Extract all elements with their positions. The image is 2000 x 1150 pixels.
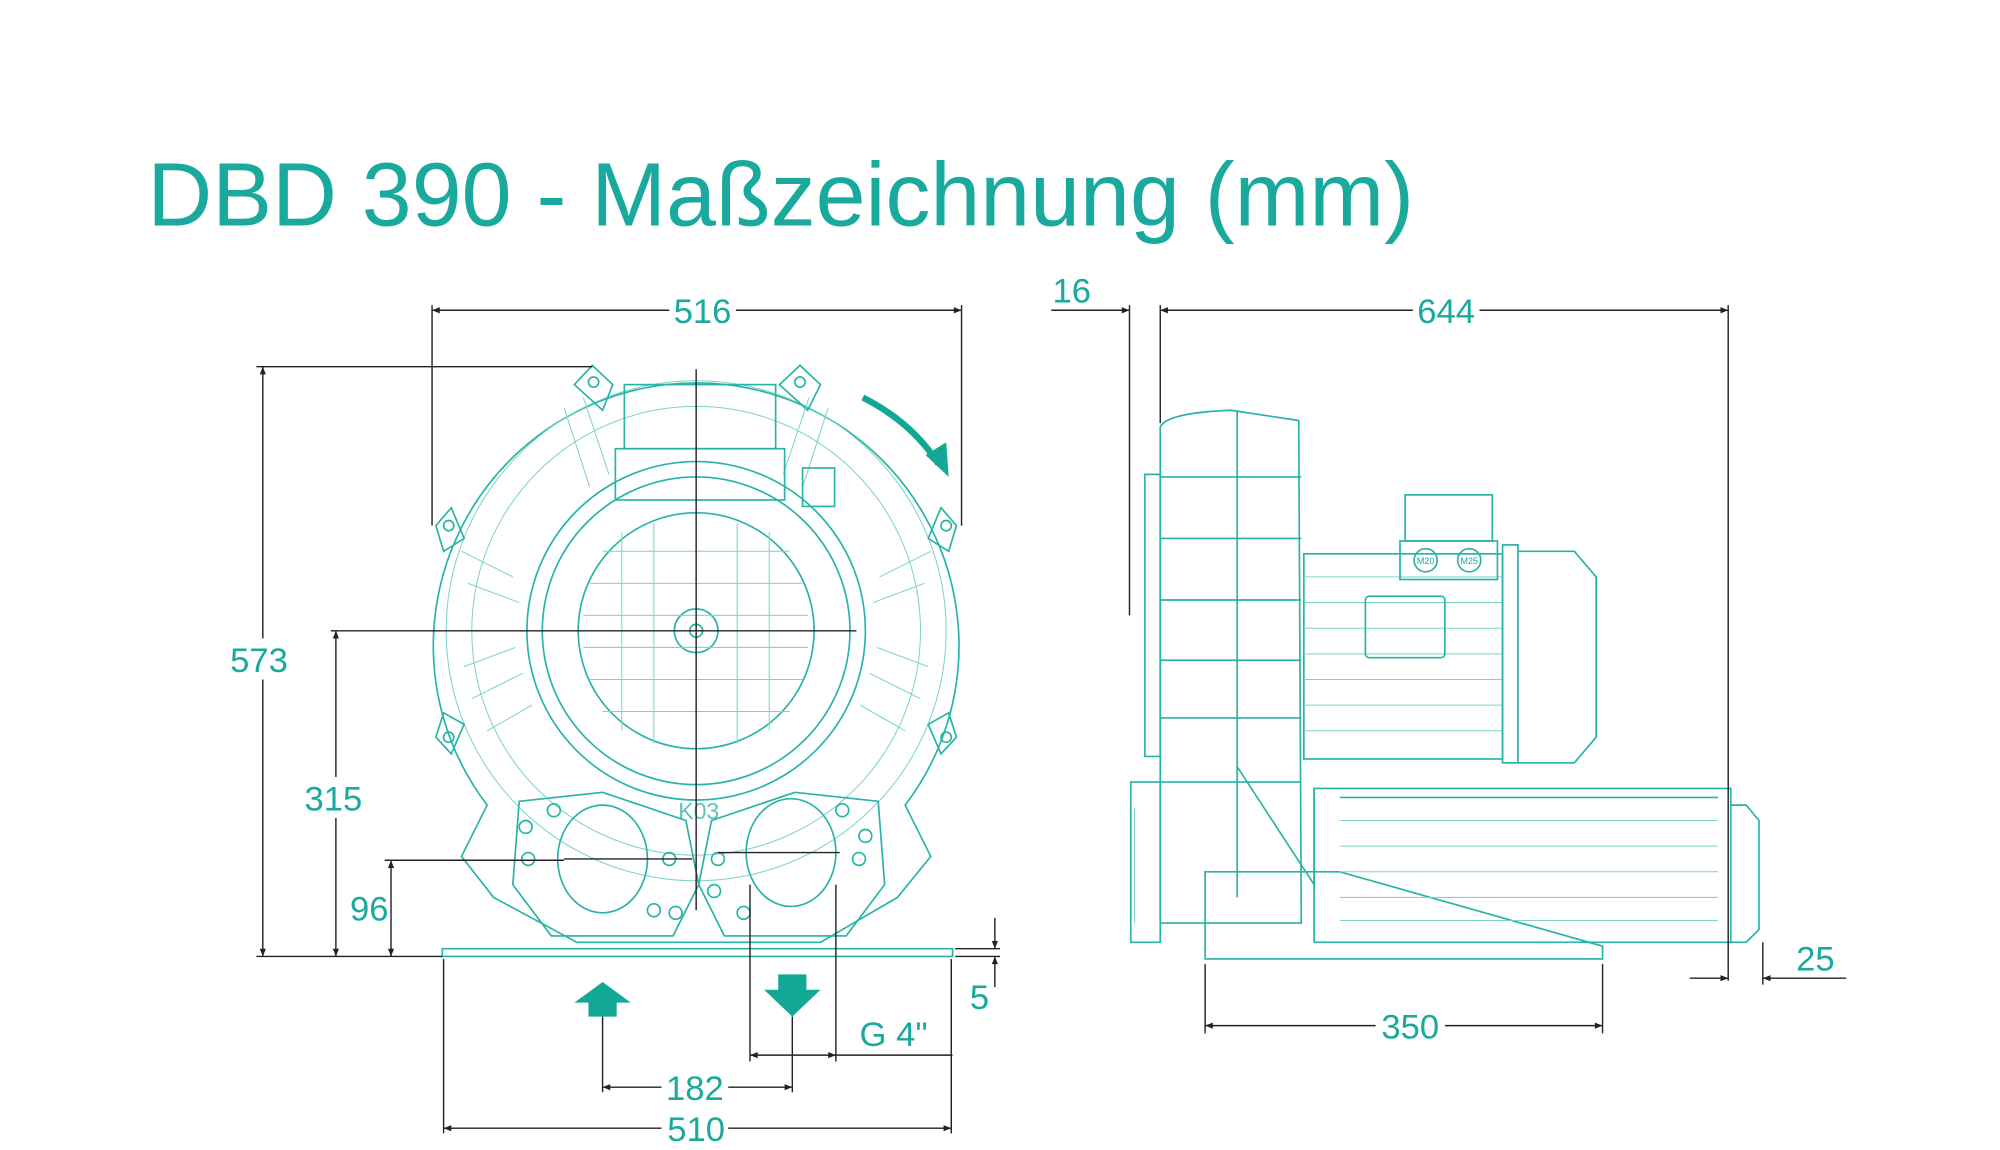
dimension-510: 510 bbox=[442, 958, 952, 1149]
svg-text:182: 182 bbox=[666, 1070, 724, 1108]
svg-text:644: 644 bbox=[1417, 293, 1475, 331]
dimension-516: 516 bbox=[431, 289, 963, 526]
side-view: M20 M25 16 644 350 bbox=[1051, 273, 1847, 1046]
cable-gland-m20: M20 bbox=[1417, 556, 1434, 566]
svg-text:5: 5 bbox=[970, 979, 989, 1017]
svg-text:350: 350 bbox=[1381, 1008, 1439, 1046]
dimension-5: 5 bbox=[955, 917, 1001, 1017]
svg-text:315: 315 bbox=[304, 780, 362, 818]
dimension-350: 350 bbox=[1204, 964, 1604, 1046]
front-view: K03 516 573 bbox=[224, 289, 1001, 1149]
svg-text:573: 573 bbox=[230, 642, 288, 680]
dimension-315: 315 bbox=[300, 630, 430, 957]
svg-text:510: 510 bbox=[667, 1111, 725, 1149]
dimension-96: 96 bbox=[350, 859, 565, 957]
page-title: DBD 390 - Maßzeichnung (mm) bbox=[147, 146, 1414, 246]
svg-text:96: 96 bbox=[350, 891, 389, 929]
dimension-573: 573 bbox=[224, 365, 593, 958]
svg-text:516: 516 bbox=[674, 293, 732, 331]
dimension-16: 16 bbox=[1051, 273, 1161, 616]
dimension-182: 182 bbox=[601, 1016, 794, 1108]
outlet-arrow-icon bbox=[764, 974, 821, 1017]
dimension-port-thread: G 4" bbox=[749, 884, 953, 1062]
svg-text:16: 16 bbox=[1053, 273, 1092, 311]
inlet-arrow-icon bbox=[574, 982, 631, 1017]
dimension-25: 25 bbox=[1689, 941, 1847, 985]
svg-text:G 4": G 4" bbox=[860, 1016, 928, 1054]
cable-gland-m25: M25 bbox=[1461, 556, 1478, 566]
svg-text:25: 25 bbox=[1796, 941, 1835, 979]
blower-side-body: M20 M25 bbox=[1129, 409, 1760, 960]
dimension-644: 644 bbox=[1160, 289, 1729, 981]
